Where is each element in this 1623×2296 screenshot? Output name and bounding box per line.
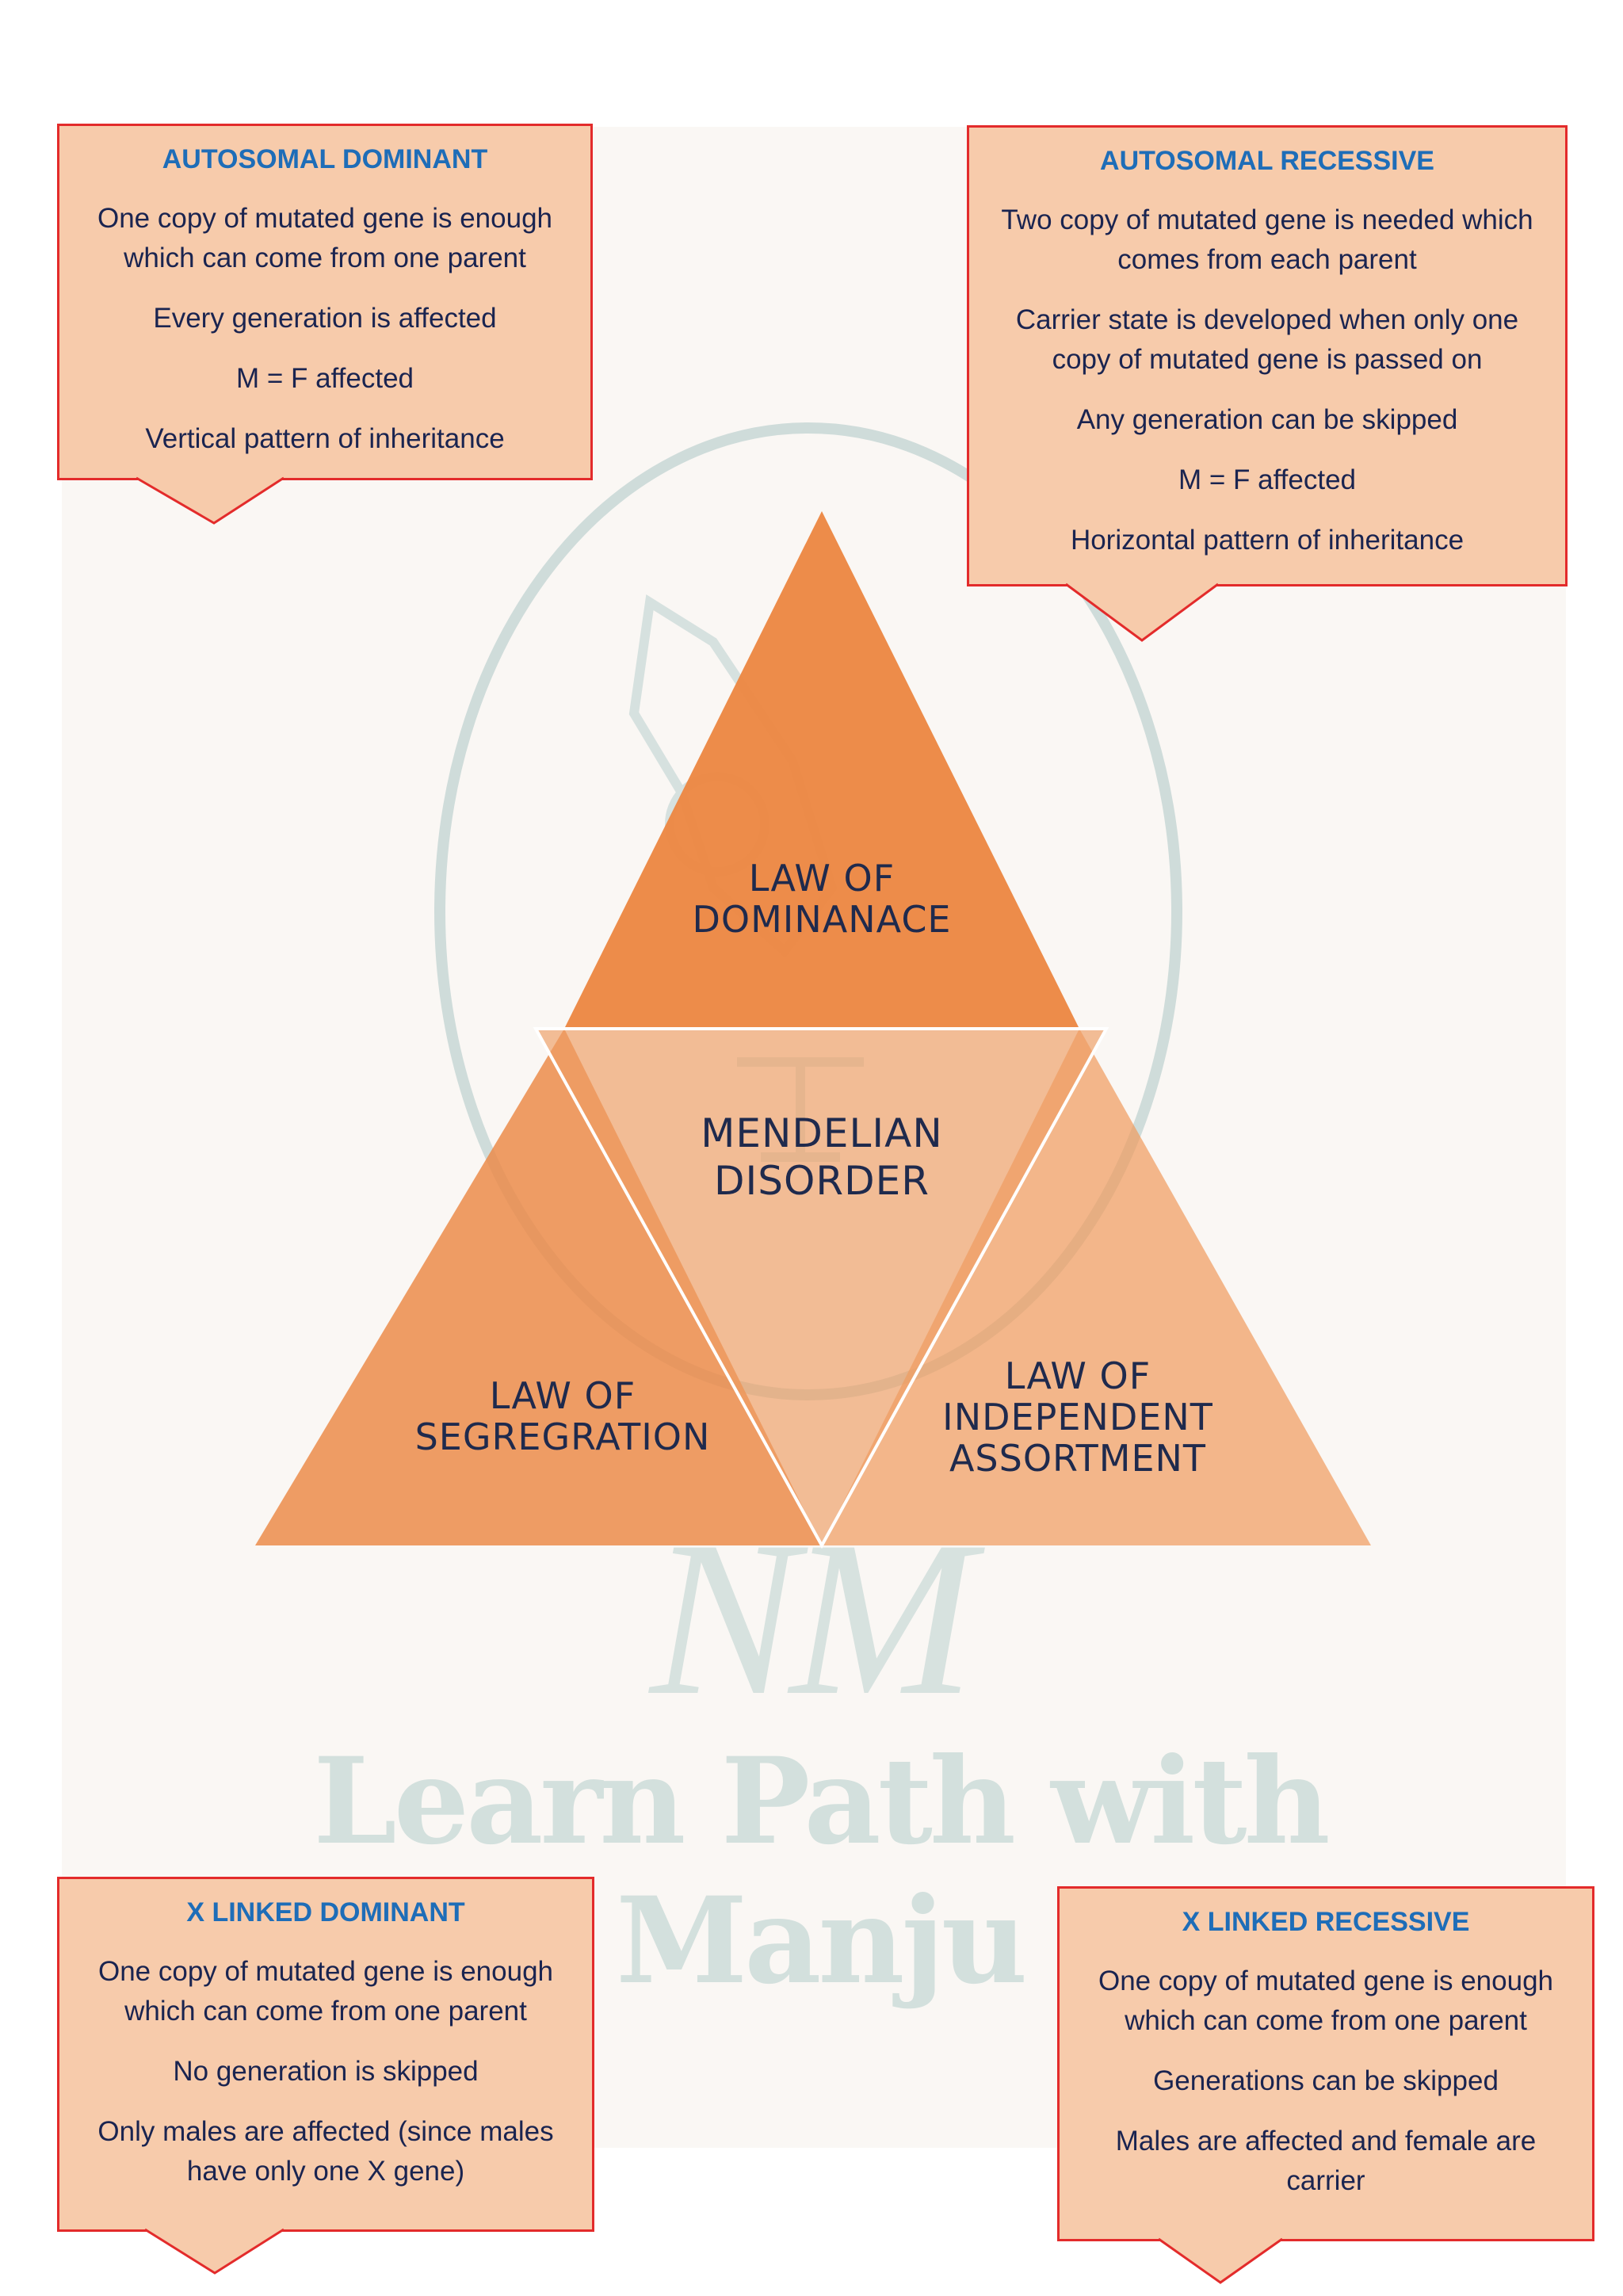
triangle-left-label: LAW OF SEGREGRATION (396, 1375, 729, 1457)
triangle-left-line-2: SEGREGRATION (414, 1415, 711, 1458)
autosomal-recessive-line: Carrier state is developed when only one… (1015, 304, 1519, 375)
center-label-line-1: MENDELIAN (701, 1110, 943, 1156)
autosomal-dominant-line: M = F affected (235, 363, 414, 394)
triangle-right-line-2: INDEPENDENT (942, 1396, 1213, 1438)
x-linked-dominant-box: X LINKED DOMINANT One copy of mutated ge… (57, 1877, 594, 2232)
autosomal-recessive-line: Any generation can be skipped (1076, 404, 1458, 435)
autosomal-dominant-line: Every generation is affected (153, 303, 497, 334)
x-linked-dominant-line: No generation is skipped (173, 2056, 479, 2087)
center-label: MENDELIAN DISORDER (663, 1110, 980, 1205)
autosomal-dominant-line: One copy of mutated gene is enough which… (97, 203, 552, 273)
triangle-center (533, 1027, 1109, 1549)
autosomal-recessive-pointer (1065, 583, 1219, 642)
autosomal-recessive-line: Horizontal pattern of inheritance (1070, 525, 1465, 556)
x-linked-dominant-line: Only males are affected (since males hav… (97, 2116, 554, 2187)
x-linked-recessive-pointer (1158, 2237, 1283, 2284)
x-linked-dominant-line: One copy of mutated gene is enough which… (97, 1956, 553, 2027)
triangle-top-line-1: LAW OF (748, 857, 896, 900)
triangle-top (564, 511, 1079, 1029)
triangle-top-label: LAW OF DOMINANACE (663, 858, 980, 940)
triangle-left-line-1: LAW OF (489, 1374, 636, 1417)
x-linked-dominant-pointer (144, 2228, 285, 2275)
autosomal-dominant-title: AUTOSOMAL DOMINANT (162, 144, 488, 174)
autosomal-dominant-box: AUTOSOMAL DOMINANT One copy of mutated g… (57, 124, 593, 480)
triangle-right-label: LAW OF INDEPENDENT ASSORTMENT (919, 1355, 1236, 1479)
triangle-top-line-2: DOMINANACE (692, 898, 952, 941)
autosomal-dominant-line: Vertical pattern of inheritance (145, 423, 505, 454)
autosomal-recessive-line: Two copy of mutated gene is needed which… (1001, 204, 1533, 275)
triangle-right (822, 1029, 1371, 1545)
triangle-right-line-3: ASSORTMENT (949, 1437, 1207, 1480)
triangle-left (255, 1029, 822, 1545)
x-linked-recessive-box: X LINKED RECESSIVE One copy of mutated g… (1057, 1886, 1594, 2241)
autosomal-dominant-pointer (136, 476, 285, 525)
center-label-line-2: DISORDER (714, 1158, 930, 1204)
watermark-text: Learn Path with Manju (313, 1732, 1330, 2011)
autosomal-recessive-line: M = F affected (1178, 464, 1357, 495)
x-linked-recessive-title: X LINKED RECESSIVE (1182, 1907, 1470, 1937)
x-linked-recessive-line: One copy of mutated gene is enough which… (1098, 1966, 1553, 2036)
triangle-right-line-1: LAW OF (1004, 1354, 1151, 1397)
x-linked-dominant-title: X LINKED DOMINANT (186, 1897, 465, 1927)
x-linked-recessive-line: Males are affected and female are carrie… (1115, 2126, 1537, 2196)
autosomal-recessive-title: AUTOSOMAL RECESSIVE (1100, 146, 1434, 176)
autosomal-recessive-box: AUTOSOMAL RECESSIVE Two copy of mutated … (967, 125, 1568, 586)
x-linked-recessive-line: Generations can be skipped (1153, 2065, 1499, 2096)
